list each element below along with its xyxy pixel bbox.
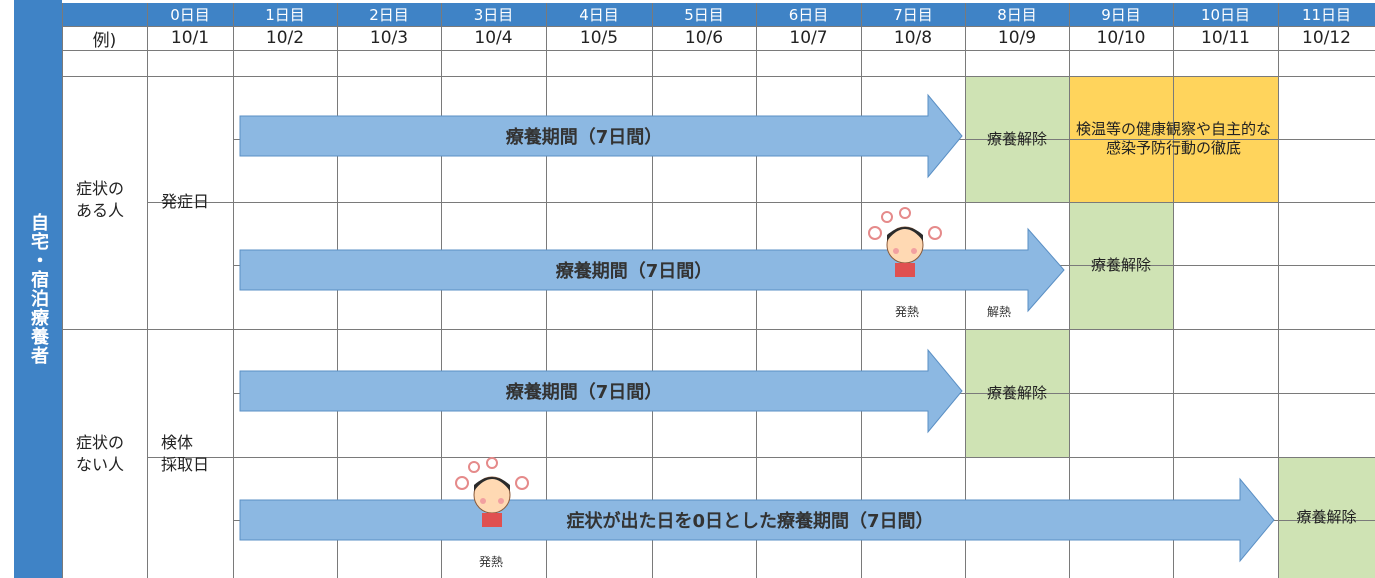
date-cell-4: 10/5 xyxy=(579,28,619,48)
fever-person-icon-2 xyxy=(455,457,529,527)
hline-body-top xyxy=(62,76,1375,77)
day-header-7: 7日目 xyxy=(861,3,965,26)
group-label-symptomatic: 症状の ある人 xyxy=(76,179,125,220)
fever-person-icon xyxy=(868,207,942,277)
hline-r1-r2 xyxy=(147,202,1375,203)
date-cell-9: 10/10 xyxy=(1096,28,1146,48)
day-header-10: 10日目 xyxy=(1173,3,1278,26)
date-cell-3: 10/4 xyxy=(474,28,513,48)
arrow-r3 xyxy=(239,348,963,434)
date-cell-0: 10/1 xyxy=(170,28,210,48)
arrow-r1-label: 療養期間（7日間） xyxy=(505,127,663,148)
day-header-0: 0日目 xyxy=(147,3,233,26)
day-header-9: 9日目 xyxy=(1069,3,1173,26)
date-cell-11: 10/12 xyxy=(1302,28,1351,48)
start-label-symptomatic: 発症日 xyxy=(161,192,210,211)
vline-col-11 xyxy=(1278,3,1279,578)
start-label-asymptomatic: 検体 採取日 xyxy=(161,433,210,474)
date-cell-6: 10/7 xyxy=(789,28,828,48)
release-label-r1: 療養解除 xyxy=(986,129,1047,148)
day-header-11: 11日目 xyxy=(1278,3,1375,26)
fever-gone-label-r2: 解熱 xyxy=(987,305,1012,319)
day-header-6: 6日目 xyxy=(756,3,861,26)
side-label: 自宅・宿泊療養者 xyxy=(14,0,62,578)
fever-label-r4: 発熱 xyxy=(479,555,504,569)
date-cell-7: 10/8 xyxy=(893,28,933,48)
group-label-asymptomatic: 症状の ない人 xyxy=(76,433,125,474)
arrow-r1 xyxy=(239,93,963,179)
arrow-r4-label: 症状が出た日を0日とした療養期間（7日間） xyxy=(566,511,934,532)
hline-header xyxy=(62,26,1375,27)
date-cell-1: 10/2 xyxy=(265,28,305,48)
release-label-r4: 療養解除 xyxy=(1296,508,1357,526)
vline-start xyxy=(147,3,148,578)
header-corner xyxy=(62,3,147,26)
arrow-r2 xyxy=(239,227,1065,313)
day-header-2: 2日目 xyxy=(337,3,441,26)
date-cell-10: 10/11 xyxy=(1201,28,1250,48)
vline-col-10 xyxy=(1173,3,1174,578)
day-header-8: 8日目 xyxy=(965,3,1069,26)
date-cell-2: 10/3 xyxy=(369,28,409,48)
vline-side xyxy=(62,3,63,578)
date-cell-8: 10/9 xyxy=(997,28,1037,48)
note-label: 検温等の健康観察や自主的な感染予防行動の徹底 xyxy=(1075,120,1271,157)
release-label-r3: 療養解除 xyxy=(986,383,1047,402)
arrow-r3-label: 療養期間（7日間） xyxy=(505,382,663,403)
hline-group xyxy=(62,329,1375,330)
day-header-3: 3日目 xyxy=(441,3,546,26)
fever-label-r2: 発熱 xyxy=(895,305,920,319)
arrow-r4 xyxy=(239,477,1275,563)
arrow-r2-label: 療養期間（7日間） xyxy=(555,261,713,282)
day-header-4: 4日目 xyxy=(546,3,652,26)
hline-dates xyxy=(62,50,1375,51)
hline-r3-r4 xyxy=(147,457,1375,458)
vline-col-1 xyxy=(233,3,234,578)
date-cell-5: 10/6 xyxy=(684,28,724,48)
day-header-1: 1日目 xyxy=(233,3,337,26)
release-cell-r4 xyxy=(1278,457,1375,578)
example-label: 例) xyxy=(92,30,117,51)
day-header-5: 5日目 xyxy=(652,3,756,26)
vline-col-9 xyxy=(1069,3,1070,578)
release-label-r2: 療養解除 xyxy=(1090,256,1151,274)
